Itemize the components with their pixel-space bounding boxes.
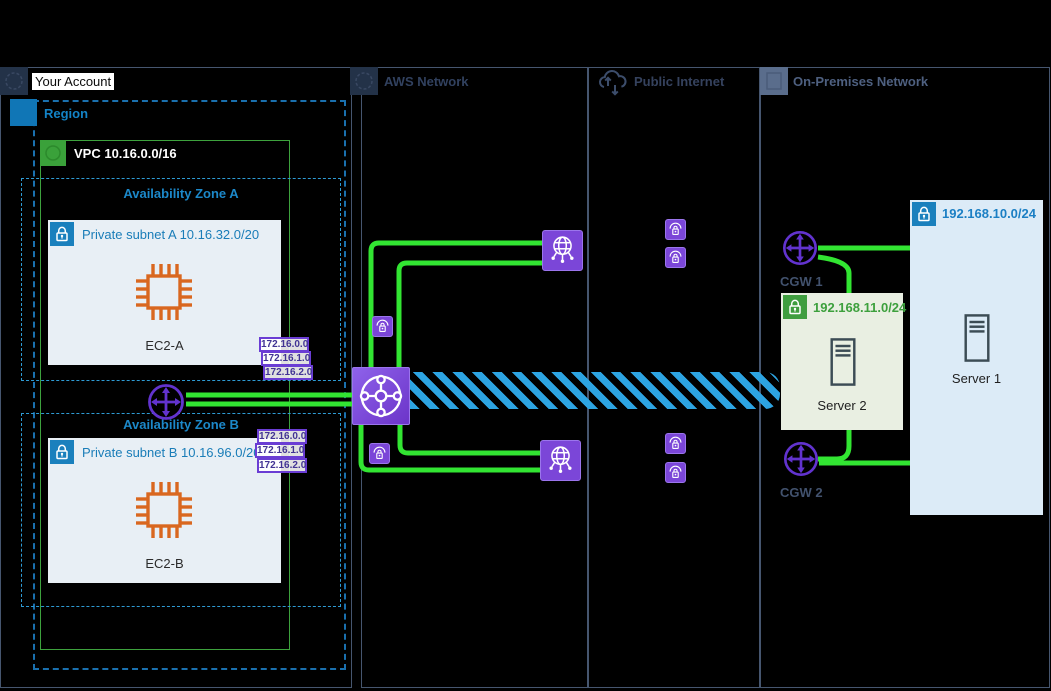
server-2-label: Server 2 bbox=[817, 398, 867, 413]
route-chip: 172.16.1.0 bbox=[255, 443, 305, 458]
subnet-a-lock-icon bbox=[50, 222, 74, 246]
vpn-lock-icon bbox=[665, 219, 686, 240]
vpn-lock-icon bbox=[665, 433, 686, 454]
route-chip: 172.16.2.0 bbox=[257, 458, 307, 473]
onprem-subnet1-label: 192.168.10.0/24 bbox=[942, 206, 1036, 221]
column-your-account bbox=[0, 67, 352, 688]
on-premises-label: On-Premises Network bbox=[793, 74, 929, 89]
ec2-a-icon bbox=[131, 259, 197, 325]
vpn-lock-icon bbox=[665, 462, 686, 483]
aws-network-label: AWS Network bbox=[384, 74, 469, 89]
cgw-1-label: CGW 1 bbox=[780, 274, 823, 289]
vpn-lock-icon bbox=[372, 316, 393, 337]
subnet-b-box bbox=[48, 438, 281, 583]
server-1-label: Server 1 bbox=[951, 371, 1002, 386]
ec2-a-label: EC2-A bbox=[145, 338, 184, 353]
router-circle-icon bbox=[146, 382, 186, 422]
your-account-label: Your Account bbox=[32, 73, 115, 90]
subnet-a-box bbox=[48, 220, 281, 365]
subnet-b-label: Private subnet B 10.16.96.0/20 bbox=[82, 445, 261, 460]
vpn-lock-icon bbox=[665, 247, 686, 268]
cloud-arrows-icon bbox=[595, 68, 629, 98]
vpc-icon bbox=[40, 140, 66, 166]
public-internet-label: Public Internet bbox=[634, 74, 725, 89]
az-b-box bbox=[21, 413, 341, 607]
vpc-label: VPC 10.16.0.0/16 bbox=[74, 146, 177, 161]
az-b-label: Availability Zone B bbox=[123, 417, 239, 432]
ec2-b-icon bbox=[131, 477, 197, 543]
onprem-subnet2-lock-icon bbox=[783, 295, 807, 319]
transit-gateway-icon bbox=[352, 367, 410, 425]
onprem-subnet2-label: 192.168.11.0/24 bbox=[813, 300, 907, 315]
vpn-tunnel-band bbox=[410, 372, 780, 409]
subnet-a-label: Private subnet A 10.16.32.0/20 bbox=[82, 227, 260, 242]
building-icon bbox=[760, 67, 788, 95]
vpn-gateway-globe-icon bbox=[540, 440, 581, 481]
customer-gateway-2-icon bbox=[782, 440, 820, 478]
region-label: Region bbox=[44, 106, 89, 121]
server-icon bbox=[827, 335, 859, 389]
route-chip: 172.16.1.0 bbox=[261, 351, 311, 366]
server-icon bbox=[961, 311, 993, 365]
onprem-subnet1-box bbox=[910, 200, 1043, 515]
az-a-label: Availability Zone A bbox=[123, 186, 239, 201]
account-icon bbox=[0, 67, 28, 95]
customer-gateway-1-icon bbox=[781, 229, 819, 267]
vpn-gateway-globe-icon bbox=[542, 230, 583, 271]
region-icon bbox=[10, 99, 37, 126]
az-a-box bbox=[21, 178, 341, 381]
subnet-b-lock-icon bbox=[50, 440, 74, 464]
cgw-2-label: CGW 2 bbox=[780, 485, 823, 500]
vpn-lock-icon bbox=[369, 443, 390, 464]
network-icon bbox=[350, 67, 378, 95]
ec2-b-label: EC2-B bbox=[145, 556, 184, 571]
route-chip: 172.16.2.0 bbox=[263, 365, 313, 380]
region-box bbox=[33, 100, 346, 670]
route-chip: 172.16.0.0 bbox=[259, 337, 309, 352]
route-chip: 172.16.0.0 bbox=[257, 429, 307, 444]
onprem-subnet1-lock-icon bbox=[912, 202, 936, 226]
